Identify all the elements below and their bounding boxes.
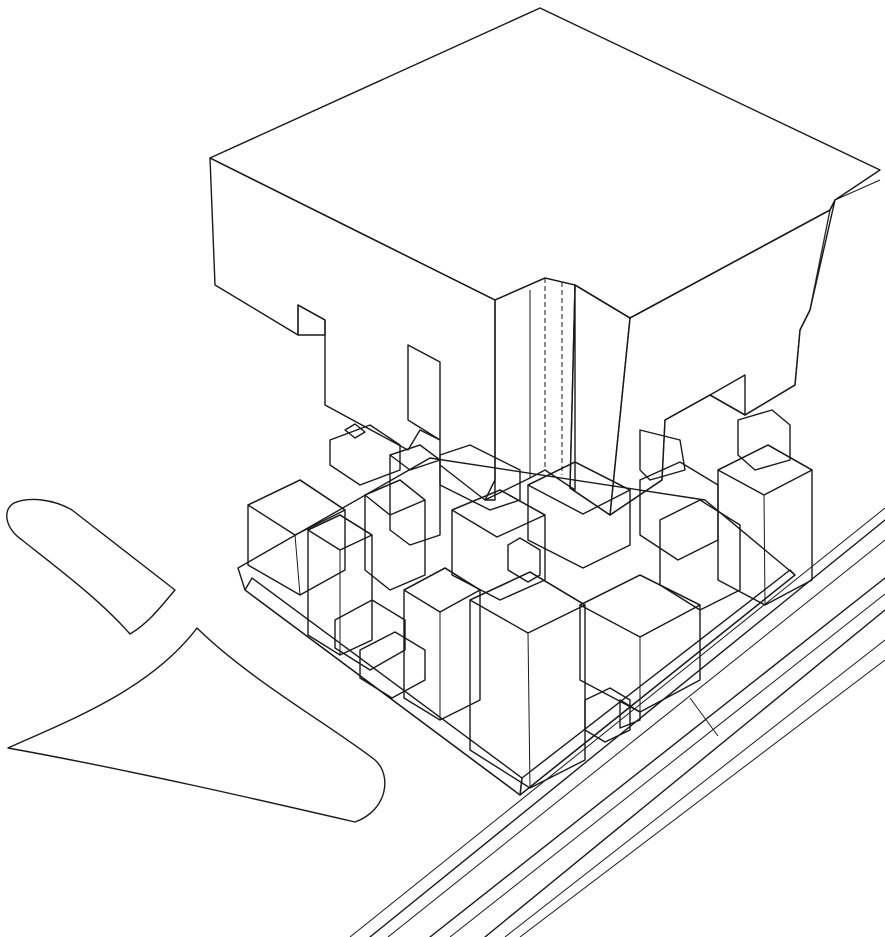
yellow-left-facade [210,158,495,500]
plaza-island-lower [8,628,385,822]
floating-yellow-volume [210,8,880,515]
plaza-islands [7,499,385,822]
yellow-top-face [210,8,880,318]
yellow-right-facade [570,200,835,515]
rail-corridor [350,508,885,937]
plaza-island-upper [7,499,175,634]
